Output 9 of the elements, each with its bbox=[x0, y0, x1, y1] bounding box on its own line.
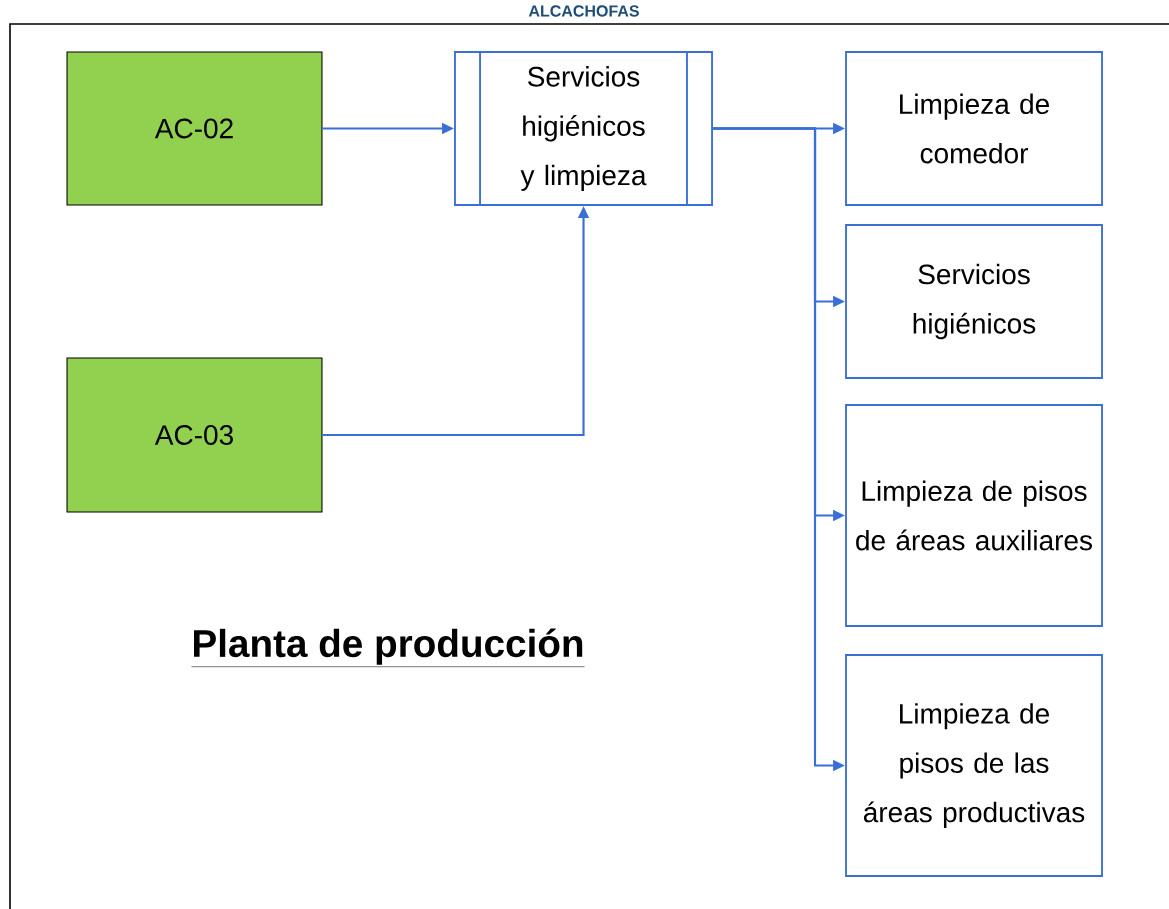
process-box: Limpieza de pisos de las áreas productivas bbox=[845, 654, 1103, 877]
title: ALCACHOFAS bbox=[528, 5, 639, 17]
process-box: AC-03 bbox=[66, 357, 323, 513]
predefined-process-box: Servicios higiénicos y limpieza bbox=[454, 50, 713, 207]
process-box: Limpieza de comedor bbox=[845, 51, 1103, 206]
process-box: AC-02 bbox=[66, 51, 323, 206]
process-box: Servicios higiénicos bbox=[845, 224, 1103, 379]
heading: Planta de producción bbox=[191, 628, 585, 667]
process-box: Limpieza de pisos de áreas auxiliares bbox=[845, 404, 1103, 627]
